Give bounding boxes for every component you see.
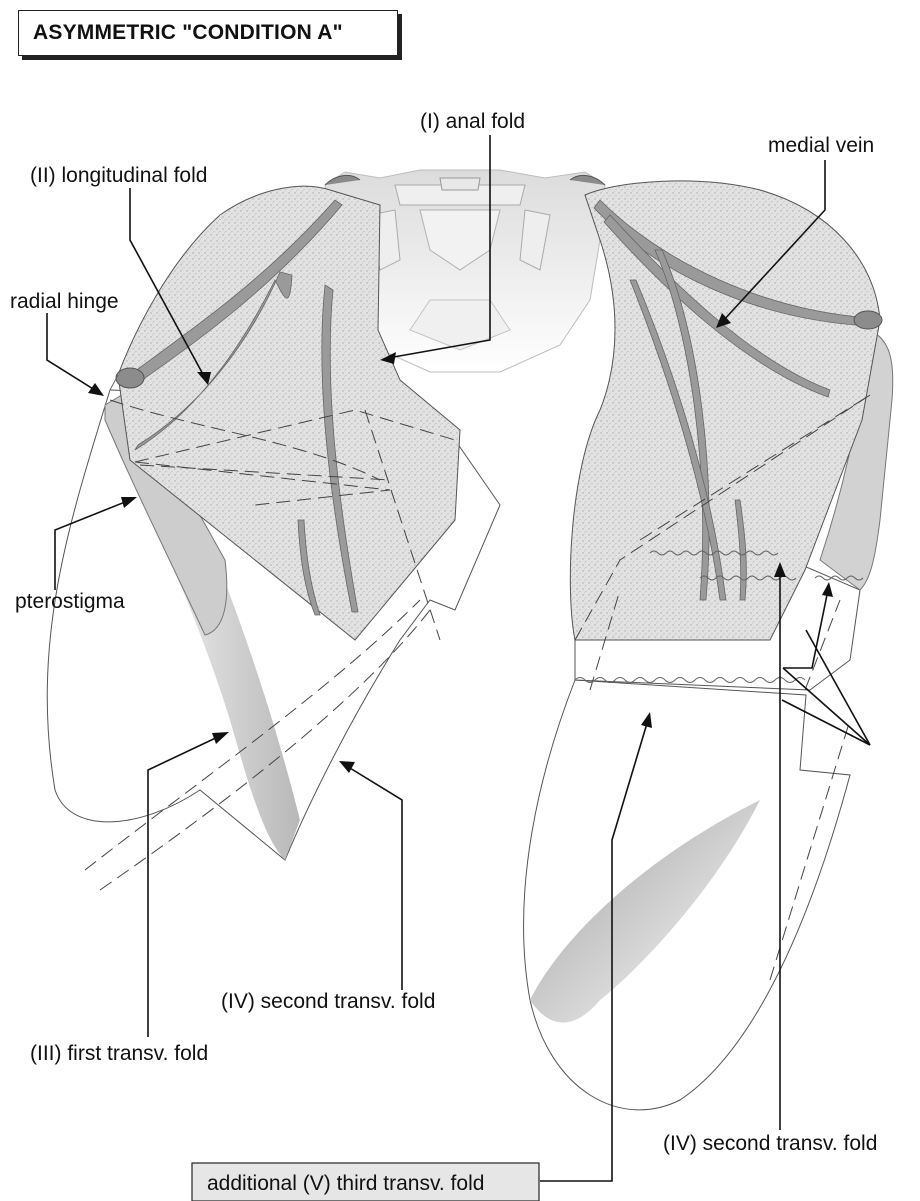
right-wing	[524, 181, 893, 1110]
label-longitudinal-fold: (II) longitudinal fold	[30, 164, 207, 187]
label-pterostigma: pterostigma	[15, 590, 125, 613]
third-transv-fold-box: additional (V) third transv. fold	[192, 1163, 539, 1201]
second-transv-fold-left-leader	[345, 765, 402, 990]
label-second-transv-fold-left: (IV) second transv. fold	[221, 990, 435, 1013]
label-third-transv-fold: additional (V) third transv. fold	[207, 1172, 484, 1195]
label-second-transv-fold-right: (IV) second transv. fold	[663, 1132, 877, 1155]
label-anal-fold: (I) anal fold	[420, 110, 525, 133]
radial-hinge-leader	[47, 313, 98, 392]
label-radial-hinge: radial hinge	[10, 290, 119, 313]
label-medial-vein: medial vein	[768, 134, 874, 157]
label-first-transv-fold: (III) first transv. fold	[30, 1042, 208, 1065]
